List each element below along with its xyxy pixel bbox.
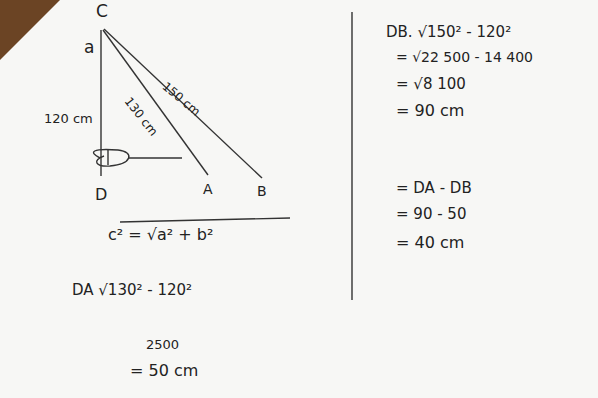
working-line: = √8 100	[396, 76, 466, 93]
point-letter: a	[84, 38, 94, 57]
point-letter: D	[95, 186, 107, 204]
triangle-lines	[94, 12, 352, 300]
result: = 50 cm	[130, 362, 198, 380]
working-line: DA √130² - 120²	[72, 282, 192, 299]
working-line: DB. √150² - 120²	[386, 24, 511, 41]
dimension: 150 cm	[160, 80, 203, 119]
result: = 90 cm	[396, 102, 464, 120]
point-letter: C	[96, 2, 108, 21]
point-letter: B	[257, 184, 267, 199]
working-line: = √22 500 - 14 400	[396, 50, 533, 65]
point-letter: A	[203, 182, 213, 197]
result: = 40 cm	[396, 234, 464, 252]
formula: c² = √a² + b²	[108, 226, 213, 244]
working-line: = 90 - 50	[396, 206, 466, 223]
dimension: 120 cm	[44, 112, 93, 126]
wood-corner	[0, 0, 60, 60]
working-line: = DA - DB	[396, 180, 472, 197]
working-line: 2500	[146, 338, 179, 352]
